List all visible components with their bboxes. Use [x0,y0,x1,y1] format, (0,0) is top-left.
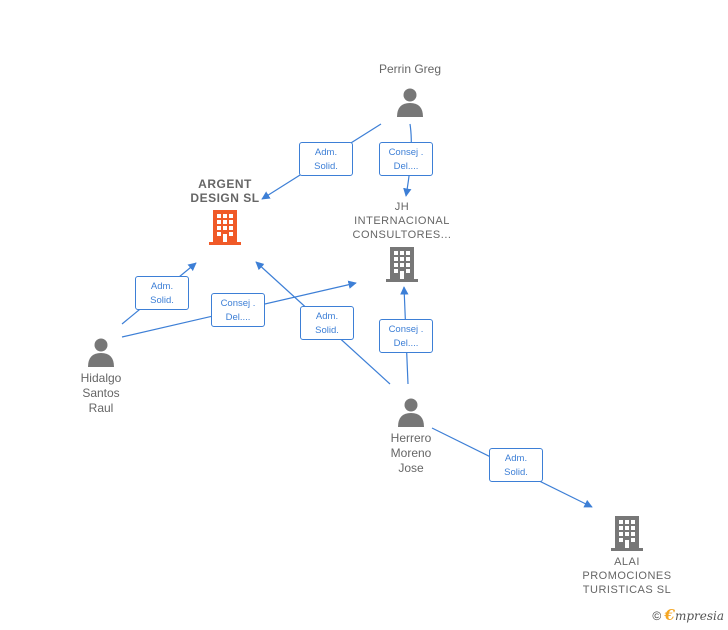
person-node-hidalgo[interactable]: Hidalgo Santos Raul [56,337,146,416]
relation-tag-herrero-alai[interactable]: Adm. Solid. [489,448,543,482]
building-icon [386,247,418,282]
building-icon [611,516,643,551]
person-node-perrin[interactable]: Perrin Greg [355,62,465,121]
person-icon [88,338,114,367]
person-icon [397,88,423,117]
person-label: Perrin Greg [378,62,442,76]
relation-tag-hidalgo-jh[interactable]: Consej . Del.... [211,293,265,327]
company-node-argent[interactable]: ARGENT DESIGN SL [170,177,280,249]
person-label: Hidalgo Santos Raul [80,371,122,415]
company-node-alai[interactable]: ALAI PROMOCIONES TURISTICAS SL [568,515,686,597]
relation-tag-herrero-argent[interactable]: Adm. Solid. [300,306,354,340]
person-node-herrero[interactable]: Herrero Moreno Jose [366,397,456,476]
person-label: Herrero Moreno Jose [390,431,432,475]
person-icon [398,398,424,427]
relation-tag-perrin-argent[interactable]: Adm. Solid. [299,142,353,176]
relation-tag-perrin-jh[interactable]: Consej . Del.... [379,142,433,176]
brand-logo-text: mpresia [674,609,724,623]
brand-footer: © €mpresia [652,606,724,624]
building-icon [209,210,241,245]
brand-logo-mark: € [664,606,675,624]
brand-logo: €mpresia [664,606,725,624]
company-label: ARGENT DESIGN SL [190,177,260,205]
copyright-icon: © [652,609,662,623]
company-label: JH INTERNACIONAL CONSULTORES... [352,201,452,241]
company-node-jh[interactable]: JH INTERNACIONAL CONSULTORES... [342,200,462,286]
relation-tag-herrero-jh[interactable]: Consej . Del.... [379,319,433,353]
relation-tag-hidalgo-argent[interactable]: Adm. Solid. [135,276,189,310]
company-label: ALAI PROMOCIONES TURISTICAS SL [582,556,672,596]
